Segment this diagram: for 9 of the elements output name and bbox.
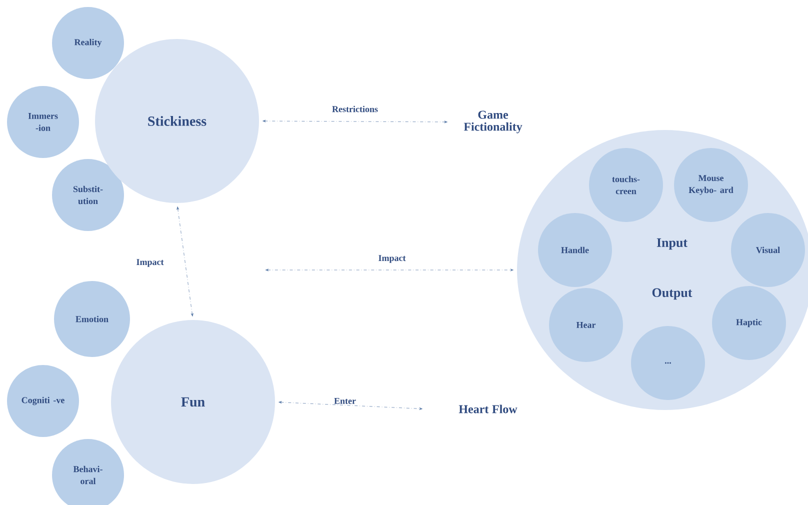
arrow	[278, 401, 422, 410]
arrow	[176, 206, 194, 316]
arrow	[262, 120, 448, 124]
edge-label: Enter	[334, 398, 356, 404]
edge-label: Restrictions	[332, 106, 378, 112]
edge-label: Impact	[136, 259, 164, 267]
edge-label: Impact	[378, 255, 406, 263]
concept-label: Heart Flow	[458, 404, 518, 414]
arrow	[265, 268, 514, 272]
